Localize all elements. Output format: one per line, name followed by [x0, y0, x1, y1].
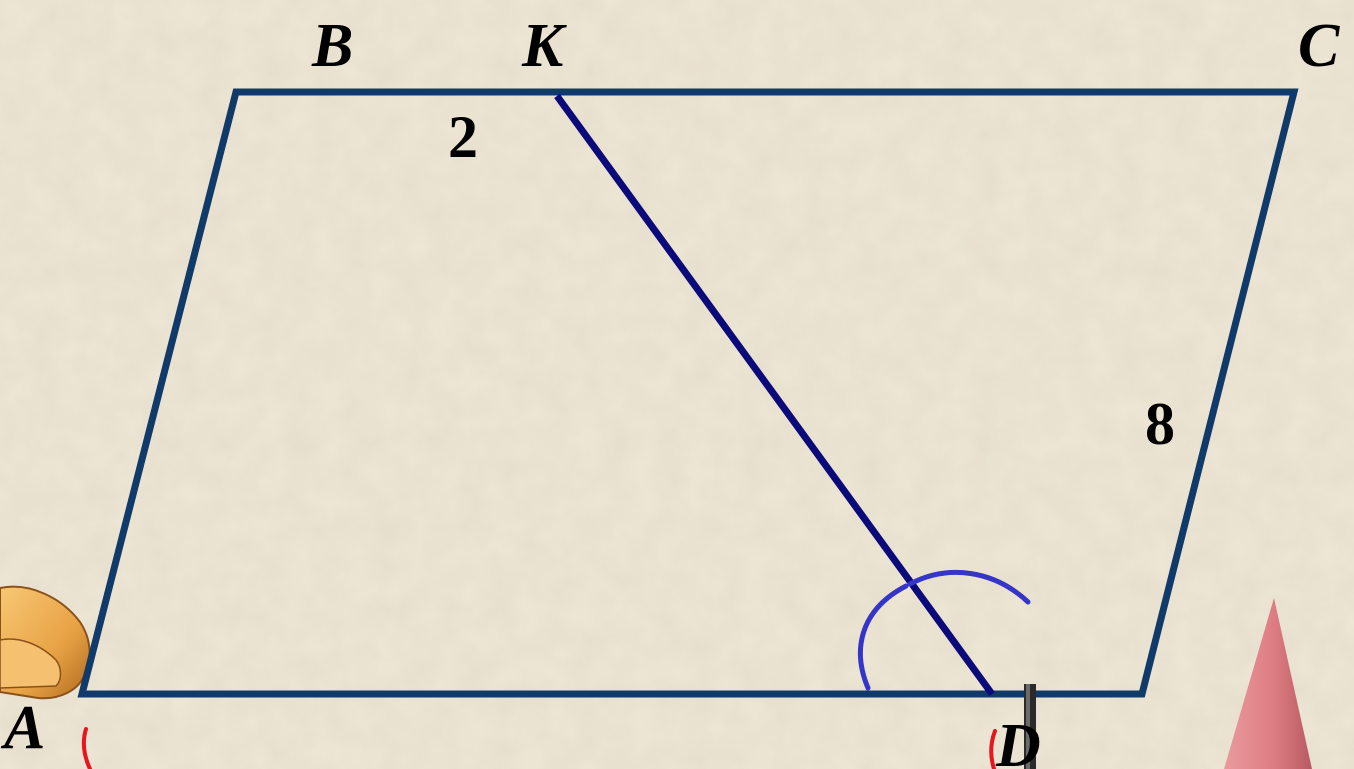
measure-label-bk: 2 — [448, 104, 478, 170]
cone-shape-icon — [1224, 598, 1312, 769]
vertex-label-k: K — [521, 12, 567, 80]
vertex-label-a: A — [0, 694, 45, 762]
pencil-tip-icon — [1024, 684, 1036, 769]
vertex-label-b: B — [311, 12, 353, 80]
angle-mark-d — [989, 729, 997, 769]
measure-label-cd: 8 — [1145, 391, 1175, 457]
construction-arc-left — [858, 583, 909, 691]
compass-handle-icon — [0, 585, 91, 700]
angle-mark-a — [81, 727, 92, 769]
vertex-label-c: C — [1298, 12, 1340, 80]
segment-kd — [554, 93, 995, 697]
parallelogram-abcd — [77, 88, 1299, 698]
construction-arc-top — [907, 570, 1031, 605]
vertex-label-d: D — [995, 712, 1041, 769]
